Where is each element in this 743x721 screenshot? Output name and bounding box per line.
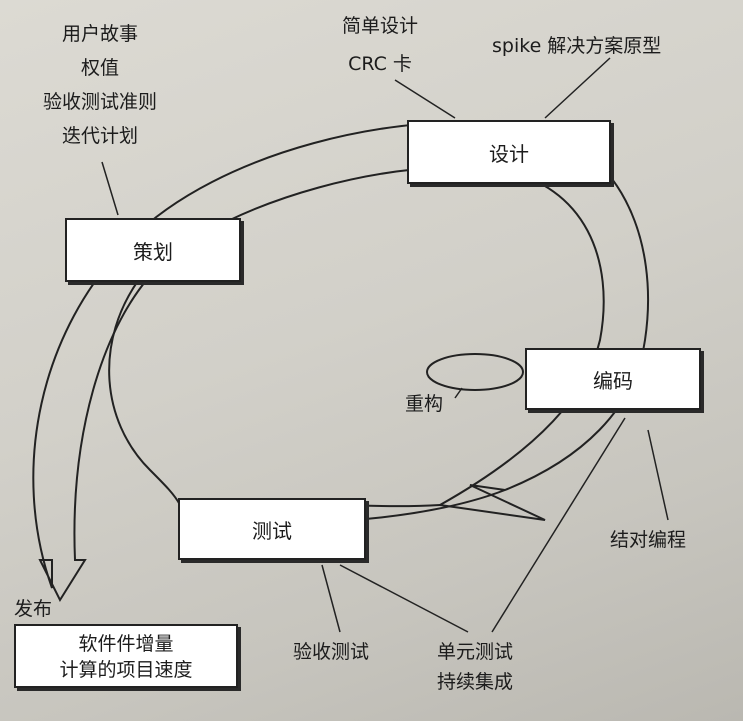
planning-note-3: 验收测试准则 xyxy=(42,91,157,113)
leader-refactoring xyxy=(454,387,463,399)
planning-note-2: 权值 xyxy=(80,57,119,79)
planning-note-1: 用户故事 xyxy=(61,23,138,45)
release-label: 发布 xyxy=(14,598,53,620)
coding-label: 编码 xyxy=(593,368,633,393)
testing-box: 测试 xyxy=(178,498,366,560)
release-line-1: 软件件增量 xyxy=(78,633,174,655)
leader-unit-test-b xyxy=(491,417,626,633)
leader-acceptance-test xyxy=(321,564,341,633)
leader-design-left xyxy=(394,79,456,119)
design-note-crc: CRC 卡 xyxy=(348,53,412,75)
leader-unit-test-a xyxy=(339,564,469,633)
pair-programming-label: 结对编程 xyxy=(610,529,687,551)
design-note-simple: 简单设计 xyxy=(341,15,418,37)
unit-test-notes: 单元测试 持续集成 xyxy=(420,640,530,694)
coding-box: 编码 xyxy=(525,348,701,410)
release-box: 软件件增量 计算的项目速度 xyxy=(14,624,238,688)
testing-label: 测试 xyxy=(252,518,292,543)
design-left-notes: 简单设计 CRC 卡 xyxy=(320,14,440,76)
release-line-2: 计算的项目速度 xyxy=(59,659,193,681)
acceptance-test-label: 验收测试 xyxy=(293,641,370,663)
planning-label: 策划 xyxy=(133,239,173,264)
cycle-arrow-inner xyxy=(108,277,181,506)
refactoring-label: 重构 xyxy=(405,393,444,415)
planning-notes: 用户故事 权值 验收测试准则 迭代计划 xyxy=(40,22,160,148)
design-label: 设计 xyxy=(489,141,529,166)
planning-note-4: 迭代计划 xyxy=(61,125,138,147)
design-note-spike: spike 解决方案原型 xyxy=(492,35,662,57)
planning-box: 策划 xyxy=(65,218,241,282)
design-box: 设计 xyxy=(407,120,611,184)
continuous-integration-note: 持续集成 xyxy=(436,671,513,693)
unit-test-note: 单元测试 xyxy=(436,641,513,663)
refactoring-loop xyxy=(426,353,524,391)
leader-pair-programming xyxy=(647,429,669,521)
leader-design-right xyxy=(544,57,611,119)
leader-planning xyxy=(101,161,119,216)
